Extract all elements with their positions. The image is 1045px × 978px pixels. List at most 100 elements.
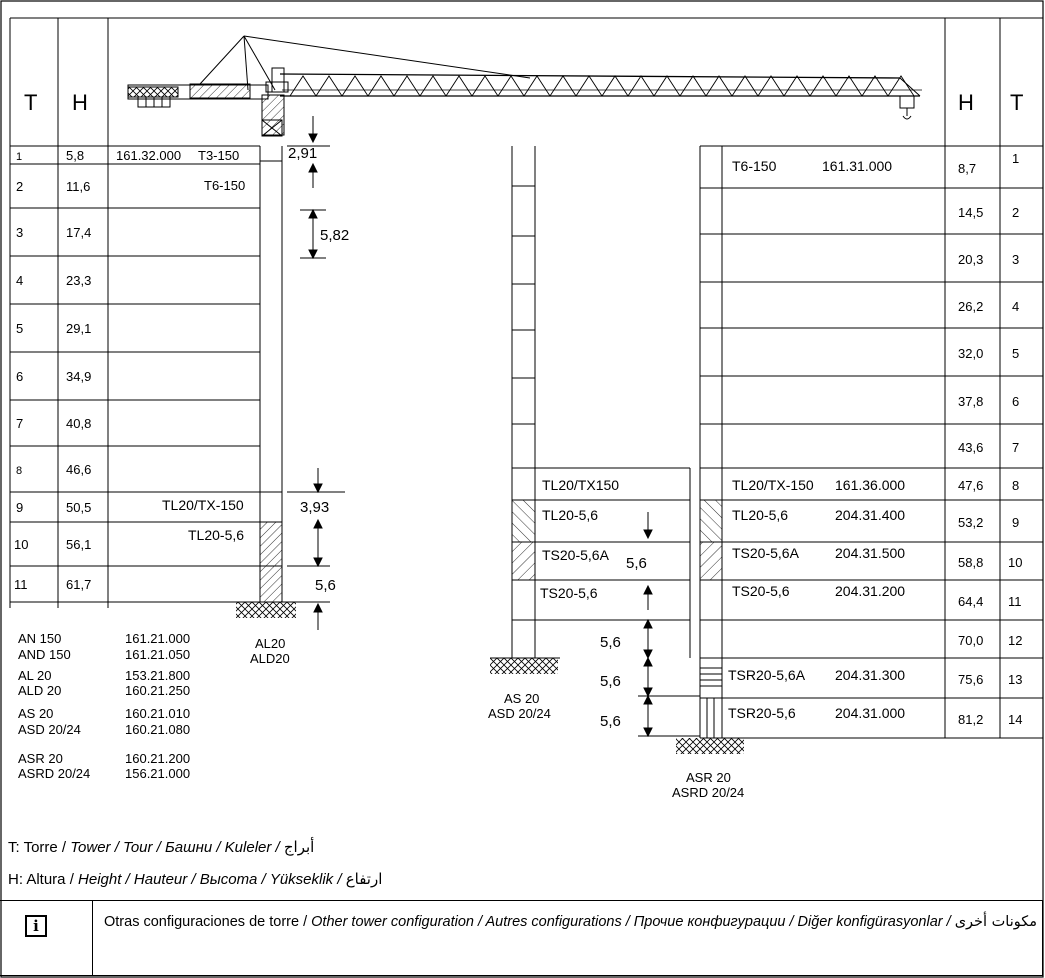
mid-ts20-56: TS20-5,6	[540, 585, 598, 601]
right-section-name-1: T6-150	[732, 158, 777, 174]
code-value-1: 161.21.000	[125, 631, 190, 646]
left-row-h-3: 17,4	[66, 225, 91, 240]
left-base-foundation	[236, 602, 296, 618]
right-section-name-2: TL20/TX-150	[732, 477, 814, 493]
code-value-3: 153.21.800	[125, 668, 190, 683]
right-section-code-7: 204.31.000	[835, 705, 905, 721]
left-row10-type: TL20-5,6	[188, 527, 244, 543]
left-row-t-11: 11	[14, 577, 28, 592]
left-row-h-9: 50,5	[66, 500, 91, 515]
right-row-h-10: 58,8	[958, 555, 983, 570]
col-t-header-left: T	[24, 90, 37, 115]
right-section-code-3: 204.31.400	[835, 507, 905, 523]
code-name-4: ALD 20	[18, 683, 61, 698]
left-row-t-5: 5	[16, 321, 23, 336]
left-row-h-5: 29,1	[66, 321, 91, 336]
middle-tower	[490, 146, 700, 738]
mid-tl20-tx150: TL20/TX150	[542, 477, 619, 493]
right-row-h-4: 26,2	[958, 299, 983, 314]
mid-ts20-56a: TS20-5,6A	[542, 547, 610, 563]
left-row-h-1: 5,8	[66, 148, 84, 163]
legend-h-arabic: ارتفاع	[345, 870, 383, 888]
right-row-t-3: 3	[1012, 252, 1019, 267]
tsr-56a-hatch	[700, 667, 722, 687]
code-name-2: AND 150	[18, 647, 71, 662]
note-es: Otras configuraciones de torre /	[104, 914, 312, 930]
code-value-2: 161.21.050	[125, 647, 190, 662]
right-row-t-8: 8	[1012, 478, 1019, 493]
right-row-t-14: 14	[1008, 712, 1022, 727]
left-row1-code: 161.32.000	[116, 148, 181, 163]
code-name-5: AS 20	[18, 706, 53, 721]
right-base-foundation	[676, 738, 744, 754]
left-base-label-1: AL20	[255, 636, 285, 651]
right-section-code-5: 204.31.200	[835, 583, 905, 599]
code-value-5: 160.21.010	[125, 706, 190, 721]
left-row-h-2: 11,6	[66, 179, 90, 194]
note-arabic: مكونات أخرى	[954, 914, 1038, 930]
code-name-6: ASD 20/24	[18, 722, 81, 737]
col-t-header-right: T	[1010, 90, 1023, 115]
dim-5-6-left: 5,6	[315, 577, 336, 594]
right-row-h-5: 32,0	[958, 346, 983, 361]
right-section-name-5: TS20-5,6	[732, 583, 790, 599]
left-row-h-11: 61,7	[66, 577, 91, 592]
legend-height: H: Altura / Height / Hauteur / Высота / …	[8, 870, 382, 888]
left-row-h-6: 34,9	[66, 369, 91, 384]
mid-dim-1: 5,6	[626, 555, 647, 572]
tsr-56-hatch	[706, 698, 715, 738]
left-row1-type: T3-150	[198, 148, 239, 163]
right-base-label-2: ASRD 20/24	[672, 785, 744, 800]
legend-tower: T: Torre / Tower / Tour / Башни / Kulele…	[8, 838, 314, 856]
right-section-code-1: 161.31.000	[822, 158, 892, 174]
code-name-8: ASRD 20/24	[18, 766, 90, 781]
note-icon-cell: i	[0, 901, 93, 976]
right-row-h-12: 70,0	[958, 633, 983, 648]
right-base-label-1: ASR 20	[686, 770, 731, 785]
left-row-t-7: 7	[16, 416, 23, 431]
dim-3-93: 3,93	[300, 499, 329, 516]
left-row9-type: TL20/TX-150	[162, 497, 244, 513]
note-langs: Other tower configuration / Autres confi…	[311, 914, 955, 930]
col-h-header-left: H	[72, 90, 88, 115]
left-row-h-7: 40,8	[66, 416, 91, 431]
right-section-name-6: TSR20-5,6A	[728, 667, 806, 683]
left-row-t-4: 4	[16, 273, 23, 288]
right-row-t-13: 13	[1008, 672, 1022, 687]
left-row-t-3: 3	[16, 225, 23, 240]
left-row-t-2: 2	[16, 179, 23, 194]
mid-dim-2: 5,6	[600, 634, 621, 651]
code-value-7: 160.21.200	[125, 751, 190, 766]
right-section-code-6: 204.31.300	[835, 667, 905, 683]
left-row-t-8: 8	[16, 465, 22, 477]
code-name-3: AL 20	[18, 668, 52, 683]
right-section-code-2: 161.36.000	[835, 477, 905, 493]
mid-base-label-2: ASD 20/24	[488, 706, 551, 721]
legend-t-prefix: T: Torre /	[8, 839, 71, 856]
note-text: Otras configuraciones de torre / Other t…	[104, 911, 1039, 934]
mid-base-label-1: AS 20	[504, 691, 539, 706]
left-base-label-2: ALD20	[250, 651, 290, 666]
right-section-code-4: 204.31.500	[835, 545, 905, 561]
mid-dim-3: 5,6	[600, 673, 621, 690]
dim-2-91: 2,91	[288, 145, 317, 162]
right-section-name-4: TS20-5,6A	[732, 545, 800, 561]
right-section-name-3: TL20-5,6	[732, 507, 788, 523]
right-row-h-13: 75,6	[958, 672, 983, 687]
legend-t-arabic: أبراج	[283, 838, 315, 856]
col-h-header-right: H	[958, 90, 974, 115]
right-row-h-14: 81,2	[958, 712, 983, 727]
right-row-h-3: 20,3	[958, 252, 983, 267]
left-row-t-9: 9	[16, 500, 23, 515]
right-row-h-11: 64,4	[958, 594, 983, 609]
code-value-4: 160.21.250	[125, 683, 190, 698]
right-row-t-10: 10	[1008, 555, 1022, 570]
right-row-h-7: 43,6	[958, 440, 983, 455]
right-table	[676, 145, 1043, 754]
right-row-t-12: 12	[1008, 633, 1022, 648]
right-row-t-4: 4	[1012, 299, 1019, 314]
right-row-h-9: 53,2	[958, 515, 983, 530]
